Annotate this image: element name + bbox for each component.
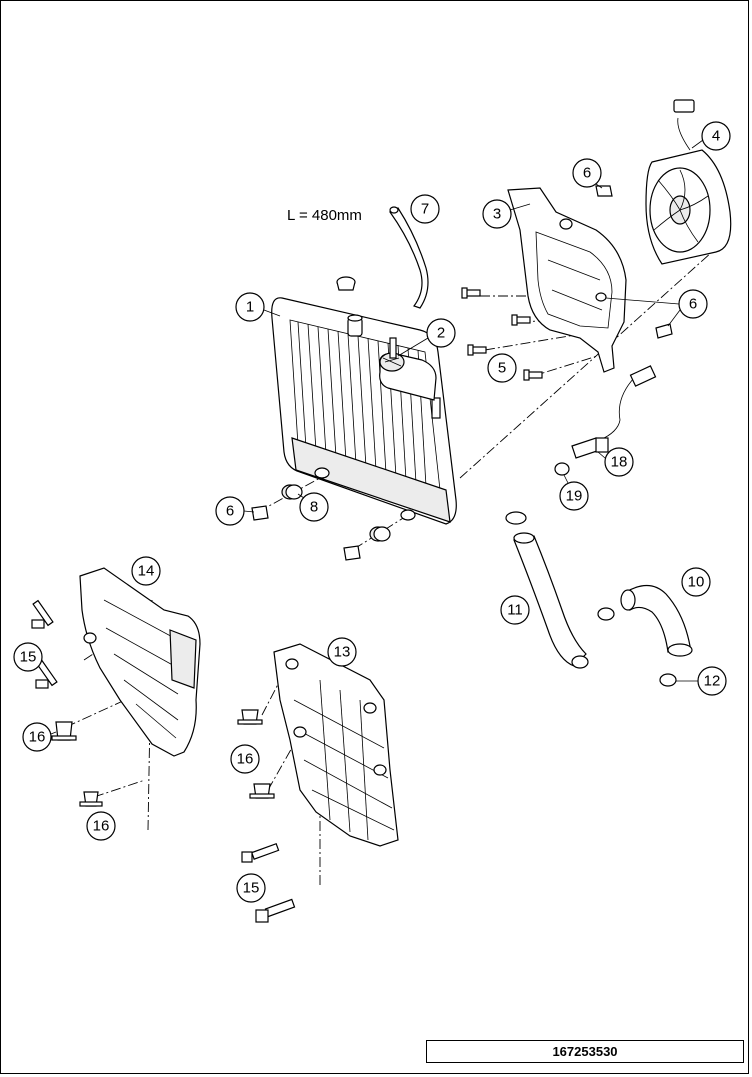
callout-4-label: 4 — [712, 128, 720, 145]
callout-16b: 16 — [86, 811, 116, 841]
callout-6a-label: 6 — [583, 165, 591, 182]
screw-15a-top — [31, 599, 54, 629]
callout-7-label: 7 — [421, 201, 429, 218]
rubber-grommets — [281, 484, 391, 542]
callout-18: 18 — [597, 447, 634, 477]
callout-5: 5 — [487, 353, 517, 383]
callout-3-label: 3 — [493, 206, 501, 223]
callouts: 1 2 3 4 5 6 6 6 7 8 10 11 12 13 14 15 15… — [13, 121, 731, 903]
radiator-hose-lower — [597, 584, 693, 687]
nut-top — [595, 185, 613, 197]
callout-10-label: 10 — [688, 574, 705, 591]
callout-5-label: 5 — [498, 360, 506, 377]
callout-7: 7 — [410, 194, 440, 224]
callout-16a: 16 — [22, 722, 57, 752]
radiator-spoiler-left — [79, 567, 201, 757]
callout-6a: 6 — [572, 158, 603, 189]
callout-15a: 15 — [13, 642, 43, 672]
callout-16c-label: 16 — [237, 751, 254, 768]
callout-16b-label: 16 — [93, 818, 110, 835]
callout-11-label: 11 — [507, 602, 523, 619]
radiator — [271, 297, 457, 525]
screw-fan-b — [511, 314, 531, 326]
screws — [251, 185, 673, 561]
radiator-spoiler-right — [273, 643, 399, 847]
callout-16c: 16 — [230, 744, 260, 774]
sensor-oring — [554, 462, 570, 476]
screw-fan-a — [461, 287, 481, 299]
radiator-cap — [379, 337, 405, 372]
callout-8-label: 8 — [310, 499, 318, 516]
breather-hose — [389, 206, 429, 309]
callout-16a-label: 16 — [29, 729, 46, 746]
screw-16c — [237, 709, 263, 725]
screw-fan-d — [523, 369, 543, 381]
callout-6c: 6 — [215, 496, 255, 526]
nut-bottom — [343, 545, 361, 561]
radiator-hose-upper — [505, 511, 589, 669]
document-number-box: 167253530 — [426, 1040, 744, 1063]
callout-3: 3 — [482, 199, 531, 229]
fan-shroud — [507, 187, 627, 373]
callout-12: 12 — [676, 666, 727, 696]
document-number: 167253530 — [552, 1044, 618, 1059]
temperature-sensor — [571, 365, 657, 459]
callout-4: 4 — [691, 121, 731, 151]
callout-15b-label: 15 — [243, 880, 260, 897]
callout-2-label: 2 — [437, 325, 445, 342]
nut-left — [251, 505, 269, 521]
callout-6b-label: 6 — [689, 296, 697, 313]
screw-fan-c — [467, 344, 487, 356]
nut-right — [655, 323, 673, 339]
callout-11: 11 — [500, 595, 530, 625]
screw-15b-top — [241, 842, 280, 863]
callout-19-label: 19 — [566, 488, 583, 505]
callout-13: 13 — [327, 637, 357, 667]
radiator-cap-grommet — [336, 276, 356, 291]
callout-10: 10 — [681, 567, 711, 597]
screw-16b — [79, 791, 103, 807]
callout-12-label: 12 — [704, 673, 721, 690]
spoiler-screws — [31, 599, 296, 923]
screw-16a — [51, 721, 77, 741]
callout-1: 1 — [235, 292, 281, 322]
callout-8: 8 — [297, 492, 329, 522]
callout-15a-label: 15 — [20, 649, 37, 666]
callout-1-label: 1 — [246, 299, 254, 316]
callout-14: 14 — [131, 556, 161, 586]
callout-15b: 15 — [236, 873, 266, 903]
screw-15b-bottom — [255, 898, 296, 923]
screw-16d — [249, 783, 275, 799]
callout-6c-label: 6 — [226, 503, 234, 520]
hose-length-label: L = 480mm — [287, 207, 362, 224]
callout-13-label: 13 — [334, 644, 351, 661]
callout-6b: 6 — [605, 289, 708, 327]
callout-2: 2 — [397, 318, 456, 357]
radiator-fan — [645, 99, 732, 265]
callout-14-label: 14 — [138, 563, 155, 580]
callout-19: 19 — [559, 474, 589, 511]
callout-18-label: 18 — [611, 454, 628, 471]
